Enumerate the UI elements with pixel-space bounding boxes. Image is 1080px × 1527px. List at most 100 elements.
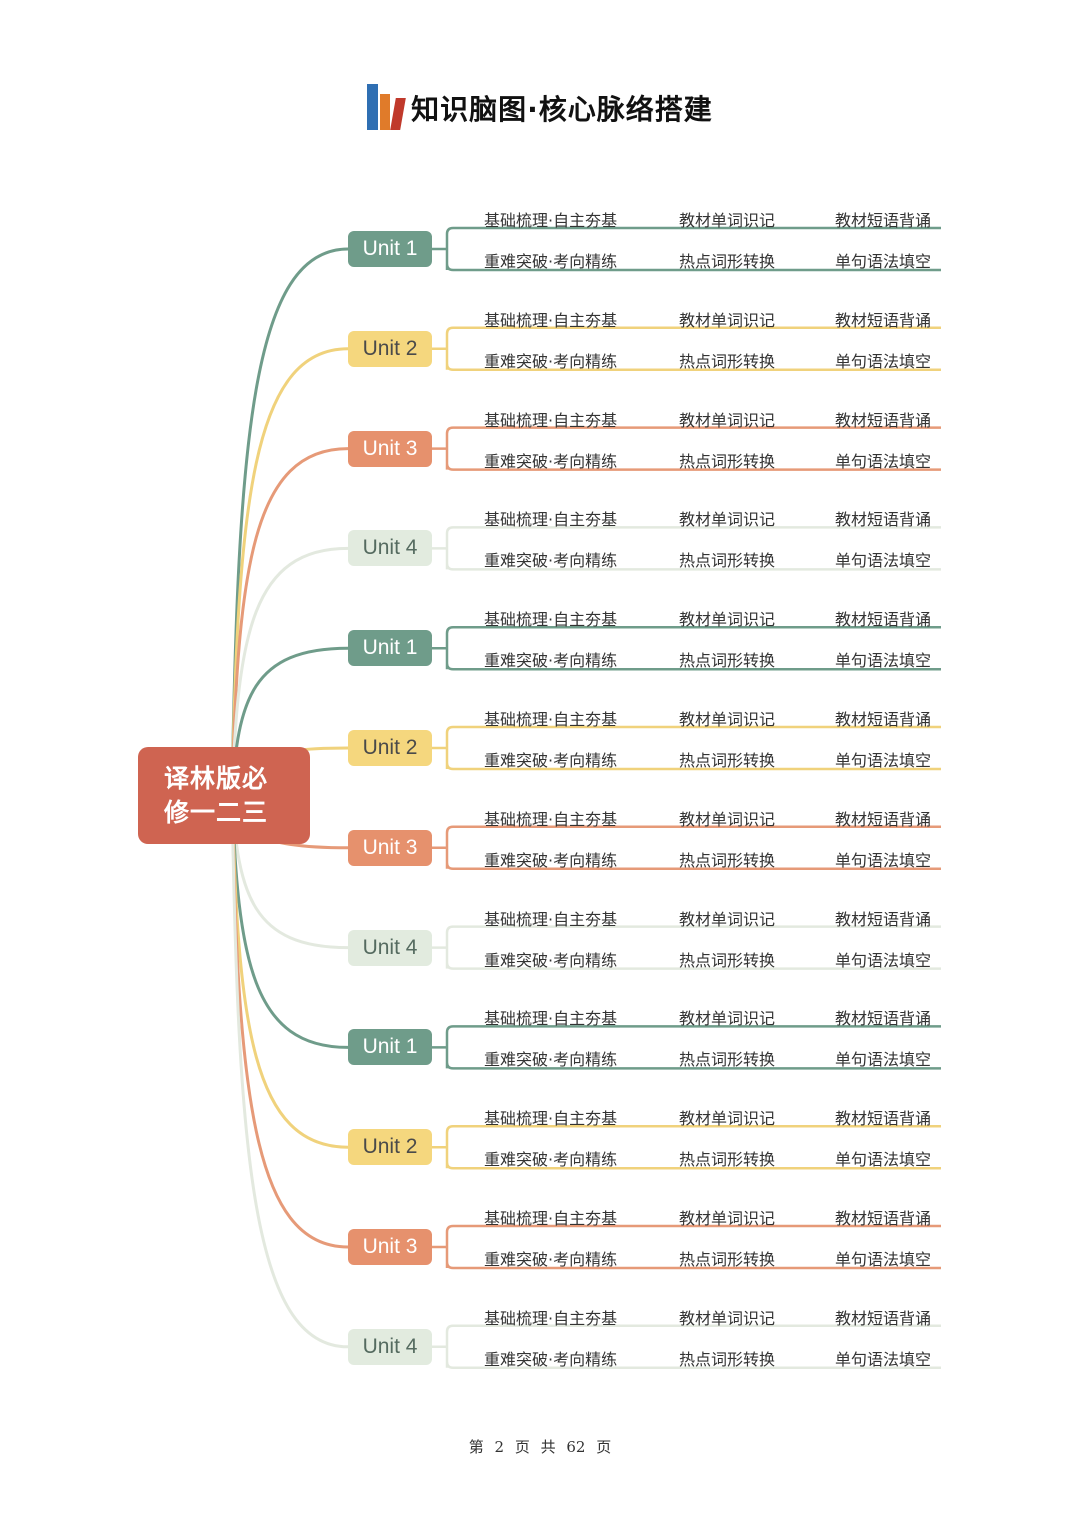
root-node: 译林版必 修一二三 xyxy=(138,747,310,844)
unit-node: Unit 1 xyxy=(348,630,432,667)
page-footer: 第 2 页 共 62 页 xyxy=(0,1436,1080,1457)
footer-total-pages: 62 xyxy=(566,1438,586,1456)
row-bracket xyxy=(432,825,941,871)
practice-item: 重难突破·考向精练 xyxy=(484,850,618,870)
row-bracket xyxy=(432,925,941,970)
topic-item: 教材单词识记 xyxy=(679,809,776,829)
practice-item: 单句语法填空 xyxy=(835,1050,932,1070)
practice-item: 热点词形转换 xyxy=(679,651,776,671)
row-bracket xyxy=(432,326,941,372)
practice-item: 重难突破·考向精练 xyxy=(484,1050,618,1070)
topic-item: 教材短语背诵 xyxy=(835,510,932,530)
practice-item: 热点词形转换 xyxy=(679,1250,776,1269)
page-title: 知识脑图·核心脉络搭建 xyxy=(411,93,713,126)
topic-item: 教材短语背诵 xyxy=(835,1009,932,1029)
topic-item: 教材单词识记 xyxy=(679,410,776,430)
row-bracket xyxy=(432,625,941,671)
practice-item: 热点词形转换 xyxy=(679,1349,776,1369)
branch-connector xyxy=(230,794,349,1349)
branch-connector xyxy=(230,546,349,796)
topic-item: 基础梳理·自主夯基 xyxy=(484,410,618,430)
topic-item: 教材短语背诵 xyxy=(835,1209,932,1228)
topic-item: 教材短语背诵 xyxy=(835,809,932,829)
practice-item: 热点词形转换 xyxy=(679,1050,776,1070)
row-bracket xyxy=(432,1124,941,1170)
practice-item: 重难突破·考向精练 xyxy=(484,1250,618,1269)
unit-node: Unit 3 xyxy=(348,829,432,866)
topic-item: 教材单词识记 xyxy=(679,710,776,729)
topic-item: 教材单词识记 xyxy=(679,1209,776,1228)
practice-item: 热点词形转换 xyxy=(679,351,776,371)
practice-item: 重难突破·考向精练 xyxy=(484,751,618,770)
practice-item: 单句语法填空 xyxy=(835,551,932,571)
practice-item: 单句语法填空 xyxy=(835,252,932,271)
unit-node: Unit 2 xyxy=(348,730,432,766)
topic-item: 教材短语背诵 xyxy=(835,1109,932,1129)
footer-page-number: 2 xyxy=(494,1438,505,1456)
row-bracket xyxy=(432,1224,941,1270)
practice-item: 热点词形转换 xyxy=(679,850,776,870)
practice-item: 重难突破·考向精练 xyxy=(484,651,618,671)
topic-item: 基础梳理·自主夯基 xyxy=(484,1209,618,1228)
unit-node: Unit 4 xyxy=(348,929,432,966)
topic-item: 教材单词识记 xyxy=(679,1308,776,1328)
unit-node: Unit 1 xyxy=(348,231,432,267)
row-bracket xyxy=(432,226,941,272)
root-label-line2: 修一二三 xyxy=(164,797,269,827)
practice-item: 热点词形转换 xyxy=(679,451,776,471)
topic-item: 基础梳理·自主夯基 xyxy=(484,510,618,530)
row-bracket xyxy=(432,1025,941,1070)
topic-item: 基础梳理·自主夯基 xyxy=(484,211,618,230)
topic-item: 基础梳理·自主夯基 xyxy=(484,1009,618,1029)
topic-item: 教材短语背诵 xyxy=(835,310,932,330)
topic-item: 教材短语背诵 xyxy=(835,1308,932,1328)
topic-item: 基础梳理·自主夯基 xyxy=(484,1308,618,1328)
practice-item: 重难突破·考向精练 xyxy=(484,351,618,371)
topic-item: 基础梳理·自主夯基 xyxy=(484,610,618,630)
practice-item: 单句语法填空 xyxy=(835,451,932,471)
topic-item: 教材单词识记 xyxy=(679,310,776,330)
practice-item: 单句语法填空 xyxy=(835,651,932,671)
unit-node: Unit 4 xyxy=(348,530,432,567)
unit-node: Unit 3 xyxy=(348,430,432,467)
page-header: 知识脑图·核心脉络搭建 xyxy=(0,80,1080,130)
practice-item: 单句语法填空 xyxy=(835,1349,932,1369)
books-logo-icon xyxy=(367,80,407,130)
practice-item: 重难突破·考向精练 xyxy=(484,551,618,571)
footer-prefix: 第 xyxy=(468,1438,484,1456)
practice-item: 热点词形转换 xyxy=(679,1150,776,1170)
topic-item: 教材单词识记 xyxy=(679,211,776,230)
topic-item: 教材单词识记 xyxy=(679,1009,776,1029)
topic-item: 教材短语背诵 xyxy=(835,410,932,430)
topic-item: 教材单词识记 xyxy=(679,610,776,630)
practice-item: 热点词形转换 xyxy=(679,551,776,571)
practice-item: 重难突破·考向精练 xyxy=(484,1349,618,1369)
practice-item: 单句语法填空 xyxy=(835,950,932,970)
practice-item: 热点词形转换 xyxy=(679,252,776,271)
unit-node: Unit 3 xyxy=(348,1229,432,1265)
row-bracket xyxy=(432,426,941,471)
topic-item: 教材短语背诵 xyxy=(835,710,932,729)
row-bracket xyxy=(432,725,941,771)
topic-item: 教材短语背诵 xyxy=(835,909,932,929)
practice-item: 单句语法填空 xyxy=(835,751,932,770)
practice-item: 单句语法填空 xyxy=(835,1250,932,1269)
topic-item: 教材单词识记 xyxy=(679,909,776,929)
topic-item: 教材单词识记 xyxy=(679,510,776,530)
practice-item: 重难突破·考向精练 xyxy=(484,1150,618,1170)
practice-item: 单句语法填空 xyxy=(835,351,932,371)
practice-item: 热点词形转换 xyxy=(679,950,776,970)
topic-item: 基础梳理·自主夯基 xyxy=(484,1109,618,1129)
practice-item: 热点词形转换 xyxy=(679,751,776,770)
row-bracket xyxy=(432,1324,941,1370)
practice-item: 重难突破·考向精练 xyxy=(484,252,618,271)
topic-item: 教材短语背诵 xyxy=(835,211,932,230)
topic-item: 教材短语背诵 xyxy=(835,610,932,630)
footer-suffix: 页 xyxy=(596,1438,612,1456)
topic-item: 基础梳理·自主夯基 xyxy=(484,809,618,829)
unit-node: Unit 2 xyxy=(348,330,432,367)
unit-node: Unit 1 xyxy=(348,1029,432,1066)
branch-connector xyxy=(230,247,349,796)
topic-item: 基础梳理·自主夯基 xyxy=(484,310,618,330)
